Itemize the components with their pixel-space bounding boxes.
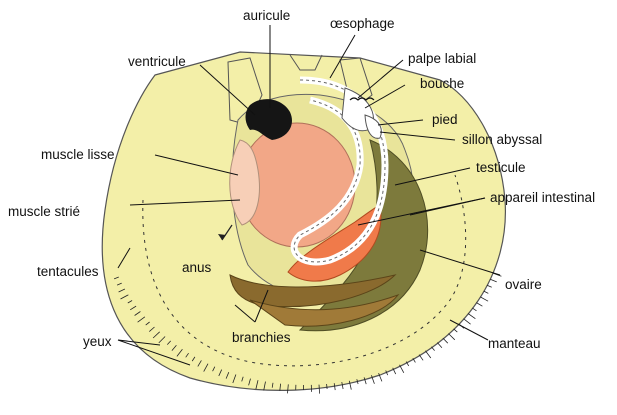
label-manteau: manteau (488, 336, 541, 351)
tentacle-bristle (484, 291, 489, 293)
tentacle-bristle (487, 285, 492, 287)
tentacle-bristle (464, 319, 471, 325)
label-auricule: auricule (243, 8, 290, 23)
tentacle-bristle (476, 303, 482, 307)
tentacle-bristle (490, 279, 497, 282)
tentacle-bristle (468, 314, 475, 319)
label-muscle-strie: muscle strié (8, 204, 80, 219)
label-palpe-labial: palpe labial (408, 51, 476, 66)
label-pied: pied (432, 112, 458, 127)
tentacle-bristle (454, 329, 458, 332)
tentacle-bristle (419, 355, 423, 361)
label-sillon-abyssal: sillon abyssal (462, 132, 542, 147)
label-tentacules: tentacules (37, 264, 99, 279)
label-branchies: branchies (232, 330, 291, 345)
tentacle-bristle (425, 351, 430, 358)
tentacle-bristle (480, 297, 488, 301)
label-muscle-lisse: muscle lisse (41, 147, 115, 162)
tentacle-bristle (472, 308, 476, 311)
label-ventricule: ventricule (128, 54, 186, 69)
tentacle-bristle (437, 343, 442, 348)
label-ovaire: ovaire (505, 277, 542, 292)
label-bouche: bouche (420, 76, 464, 91)
label-anus: anus (182, 260, 212, 275)
label-appareil-intestinal: appareil intestinal (490, 190, 595, 205)
tentacle-bristle (327, 384, 328, 389)
tentacle-bristle (443, 338, 448, 343)
label-oesophage: œsophage (330, 16, 395, 31)
label-yeux: yeux (83, 334, 112, 349)
tentacle-bristle (448, 334, 454, 340)
label-testicule: testicule (476, 160, 526, 175)
